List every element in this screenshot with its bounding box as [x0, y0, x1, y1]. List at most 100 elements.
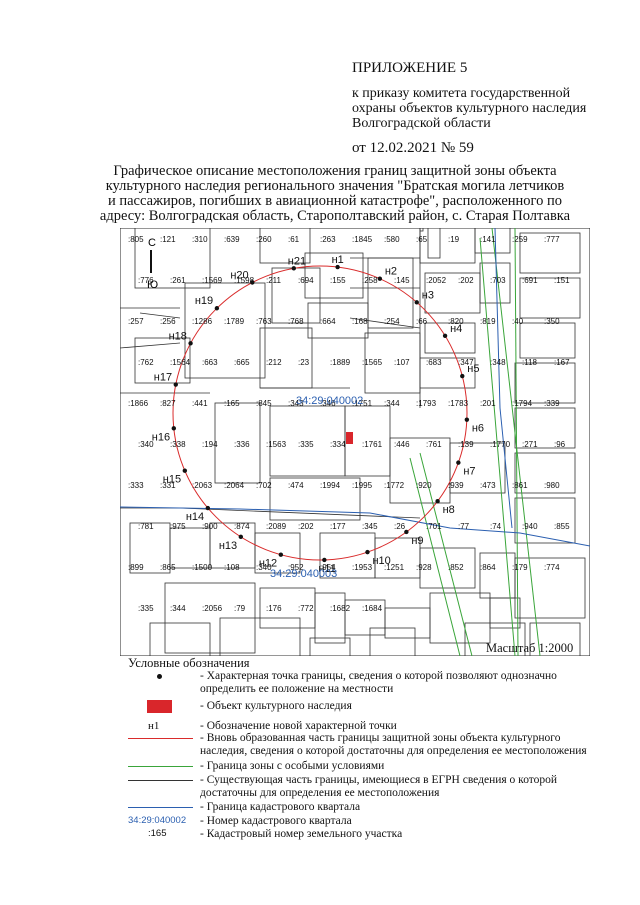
- parcel-number: :343: [288, 399, 304, 408]
- parcel-number: :258: [362, 276, 378, 285]
- legend-green-line-icon: [128, 766, 193, 767]
- parcel-number: :331: [160, 481, 176, 490]
- parcel-number: :340: [138, 440, 154, 449]
- parcel-number: :345: [362, 522, 378, 531]
- parcel-number: :664: [320, 317, 336, 326]
- parcel-number: :201: [480, 399, 496, 408]
- parcel-number: :344: [384, 399, 400, 408]
- parcel-number: :954: [320, 563, 336, 572]
- boundary-point: [404, 529, 409, 535]
- parcel-number: :66: [416, 317, 428, 326]
- boundary-point-label: н8: [443, 504, 455, 516]
- parcel-number: :254: [384, 317, 400, 326]
- parcel-number: :827: [160, 399, 176, 408]
- legend-text: - Обозначение новой характерной точки: [200, 720, 397, 732]
- parcel-number: :900: [202, 522, 218, 531]
- parcel-number: :762: [138, 358, 154, 367]
- boundary-point: [188, 341, 193, 346]
- legend-text: - Объект культурного наследия: [200, 700, 352, 712]
- parcel-number: :702: [256, 481, 272, 490]
- parcel-lines: [120, 228, 586, 656]
- parcel-number: :701: [426, 522, 442, 531]
- boundary-point: [291, 266, 296, 271]
- cadastral-map: :805:121:310:639:260:61:263:1845:580:65:…: [120, 228, 590, 656]
- parcel-number: :1953: [352, 563, 373, 572]
- legend-item-zone: - Граница зоны с особыми условиями: [200, 760, 600, 773]
- parcel-number: :257: [128, 317, 144, 326]
- parcel-number: :1682: [330, 604, 351, 613]
- boundary-point: [173, 382, 178, 387]
- parcel-number: :145: [394, 276, 410, 285]
- boundary-point-label: н19: [195, 295, 213, 307]
- boundary-point: [214, 306, 220, 311]
- parcel-number: :350: [544, 317, 560, 326]
- boundary-point-label: н1: [332, 254, 344, 266]
- parcel-number: :2056: [202, 604, 223, 613]
- protective-zone-boundary: [172, 265, 468, 561]
- parcel-number: :852: [448, 563, 464, 572]
- legend-item-parcel-number: - Кадастровый номер земельного участка: [200, 828, 600, 841]
- parcel-number: :165: [224, 399, 240, 408]
- quarter-boundary: [120, 228, 590, 547]
- parcel-number: :1789: [224, 317, 245, 326]
- boundary-point-label: н17: [154, 372, 172, 384]
- parcel-number: :335: [138, 604, 154, 613]
- boundary-point-label: н12: [259, 558, 277, 570]
- parcel-number: :920: [416, 481, 432, 490]
- boundary-point-label: н14: [186, 511, 204, 523]
- legend-text: - Существующая часть границы, имеющиеся …: [200, 774, 558, 786]
- boundary-point: [435, 499, 440, 504]
- legend-heritage-icon: [147, 700, 172, 713]
- parcel-number: :939: [448, 481, 464, 490]
- parcel-number: :26: [394, 522, 406, 531]
- parcel-number: :176: [266, 604, 282, 613]
- parcel-number: :260: [256, 235, 272, 244]
- boundary-point-label: н16: [152, 431, 170, 443]
- parcel-number: :2063: [192, 481, 213, 490]
- parcel-number: :263: [320, 235, 336, 244]
- quarter-label-040003: 34:29:040003: [270, 568, 337, 580]
- parcel-number: :861: [512, 481, 528, 490]
- parcel-number: :168: [352, 317, 368, 326]
- parcel-number: :776: [138, 276, 154, 285]
- parcel-number: :335: [298, 440, 314, 449]
- parcel-number: :334: [330, 440, 346, 449]
- parcel-number: :874: [234, 522, 250, 531]
- legend-item-heritage: - Объект культурного наследия: [200, 700, 600, 713]
- legend-text: - Характерная точка границы, сведения о …: [200, 670, 557, 682]
- parcel-number: :694: [298, 276, 314, 285]
- parcel-number: :1564: [170, 358, 191, 367]
- parcel-number: :1565: [362, 358, 383, 367]
- parcel-number: :347: [458, 358, 474, 367]
- order-line: Волгоградской области: [352, 116, 491, 131]
- map-scale: Масштаб 1:2000: [486, 641, 574, 655]
- parcel-number: :845: [256, 399, 272, 408]
- north-arrow: С Ю: [147, 237, 158, 291]
- legend-item-new-point: - Обозначение новой характерной точки: [200, 720, 600, 733]
- parcel-number: :108: [224, 563, 240, 572]
- parcel-number: :344: [170, 604, 186, 613]
- legend-blue-line-icon: [128, 807, 193, 808]
- parcel-number: :665: [234, 358, 250, 367]
- parcel-number: :864: [480, 563, 496, 572]
- parcel-number: :333: [128, 481, 144, 490]
- legend-text: - Вновь образованная часть границы защит…: [200, 732, 561, 744]
- parcel-number: :1994: [320, 481, 341, 490]
- special-zone-lines: [409, 228, 541, 656]
- boundary-point: [278, 552, 284, 557]
- legend-text: наследия, сведения о которой достаточны …: [200, 745, 587, 757]
- parcel-number: :202: [458, 276, 474, 285]
- parcel-number: :259: [512, 235, 528, 244]
- parcel-number: :74: [490, 522, 502, 531]
- boundary-point-label: н5: [467, 363, 479, 375]
- parcel-number: :952: [288, 563, 304, 572]
- boundary-point: [205, 505, 211, 511]
- parcel-number: :256: [160, 317, 176, 326]
- parcel-number: :761: [426, 440, 442, 449]
- parcel-number: :980: [544, 481, 560, 490]
- parcel-number: :118: [522, 358, 538, 367]
- boundary-point-label: н6: [472, 423, 484, 435]
- parcel-number: :139: [458, 440, 474, 449]
- parcel-number: :1251: [384, 563, 405, 572]
- parcel-labels: :805:121:310:639:260:61:263:1845:580:65:…: [128, 235, 570, 613]
